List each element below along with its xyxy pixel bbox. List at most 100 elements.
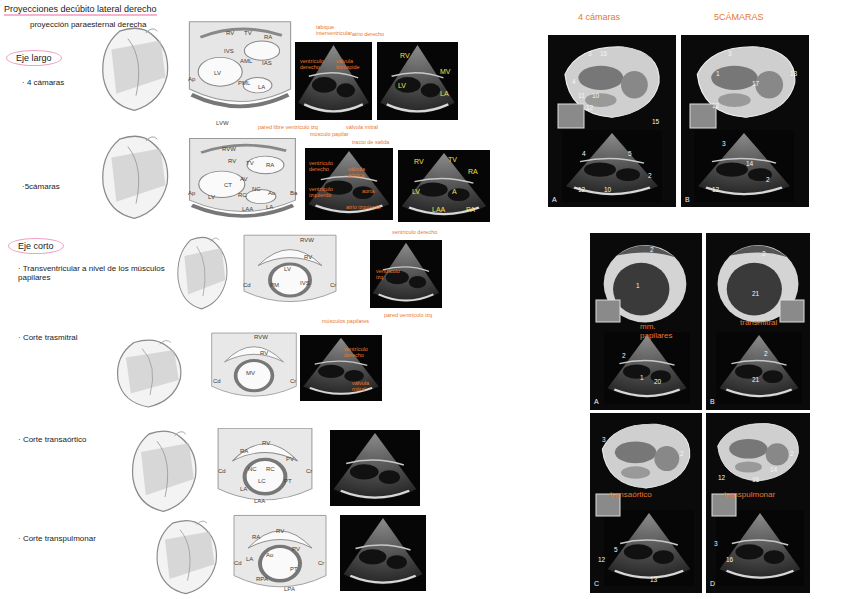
echo-label: RV <box>400 52 410 60</box>
anatomy-label: Cr <box>306 468 312 475</box>
anatomy-label: Ba <box>290 190 297 197</box>
callout-number: 12 <box>712 102 719 109</box>
anatomy-label: LA <box>266 204 273 211</box>
annotation: ventrículo derecho <box>300 58 330 71</box>
anatomy-label: RV <box>276 528 284 535</box>
anatomy-label: Ap <box>188 76 195 83</box>
callout-number: 3 <box>714 540 718 547</box>
callout-number: 12 <box>586 104 593 111</box>
anatomy-label: RVW <box>254 334 268 341</box>
annotation: ventrículo izquierdo <box>309 186 341 199</box>
annotation: válvula tricúspide <box>336 58 368 71</box>
echo-label: LV <box>412 188 420 196</box>
anatomy-label: Cd <box>213 378 221 385</box>
anatomy-label: PT <box>290 566 298 573</box>
callout-number: 3 <box>722 140 726 147</box>
section-oval: Eje corto <box>8 238 64 254</box>
callout-number: 12 <box>712 186 719 193</box>
callout-number: 3 <box>588 50 592 57</box>
anatomy-label: Ao <box>266 552 273 559</box>
callout-number: 2 <box>790 450 794 457</box>
echo-label: RA <box>468 168 478 176</box>
callout-number: 1 <box>636 282 640 289</box>
note-text: · Corte trasmitral <box>18 333 78 342</box>
callout-number: 4 <box>572 78 576 85</box>
callout-number: 1 <box>716 70 720 77</box>
callout-number: 11 <box>578 92 585 99</box>
callout-number: 2 <box>762 250 766 257</box>
callout-number: 5 <box>614 546 618 553</box>
anatomy-label: RA <box>252 534 260 541</box>
note-text: · 4 cámaras <box>22 78 64 87</box>
note-text: · Corte transpulmonar <box>18 534 96 543</box>
anatomy-label: LVW <box>216 120 229 127</box>
section-heading: Eje largo <box>16 53 52 63</box>
anatomy-label: AV <box>240 176 248 183</box>
anatomy-label: RVW <box>222 146 236 153</box>
callout-number: 2 <box>648 172 652 179</box>
section-oval: Eje largo <box>6 50 62 66</box>
page-title: Proyecciones decúbito lateral derecho <box>4 4 157 16</box>
callout-number: 13 <box>790 70 797 77</box>
callout-number: 16 <box>726 556 733 563</box>
anatomy-label: IVS <box>300 280 310 287</box>
anatomy-label: RV <box>228 158 236 165</box>
anatomy-label: Ap <box>188 190 195 197</box>
anatomy-label: NC <box>248 466 257 473</box>
annotation: transpulmonar <box>724 490 775 499</box>
callout-number: 1 <box>640 374 644 381</box>
anatomy-label: RV <box>226 30 234 37</box>
anatomy-label: TV <box>244 30 252 37</box>
annotation: tracto de salida <box>352 139 389 145</box>
annotation: 5CÁMARAS <box>714 12 764 22</box>
anatomy-label: PML <box>238 80 250 87</box>
callout-number: 21 <box>752 376 759 383</box>
callout-number: 14 <box>746 160 753 167</box>
anatomy-label: PV <box>286 456 294 463</box>
annotation: 4 cámaras <box>578 12 620 22</box>
callout-number: 12 <box>578 186 585 193</box>
anatomy-label: RA <box>264 34 272 41</box>
anatomy-label: IVS <box>224 48 234 55</box>
anatomy-label: RA <box>266 162 274 169</box>
echo-label: LV <box>398 82 406 90</box>
anatomy-label: Ao <box>268 190 275 197</box>
anatomy-label: RA <box>240 448 248 455</box>
callout-number: B <box>685 196 690 204</box>
callout-number: 2 <box>766 176 770 183</box>
annotation: músculo papilar <box>310 131 349 137</box>
callout-number: D <box>710 580 715 588</box>
annotation: transaórtico <box>610 490 652 499</box>
echo-label: A <box>452 188 457 196</box>
anatomy-label: LA <box>258 84 265 91</box>
annotation: atrio izquierdo <box>346 204 386 210</box>
anatomy-label: LPA <box>284 586 295 593</box>
anatomy-label: RV <box>304 254 312 261</box>
annotation: transmitral <box>740 318 777 327</box>
anatomy-label: RVW <box>300 237 314 244</box>
anatomy-label: RC <box>266 466 275 473</box>
anatomy-label: AML <box>240 58 252 65</box>
callout-number: 10 <box>592 92 599 99</box>
callout-number: 21 <box>752 290 759 297</box>
callout-number: 20 <box>654 378 661 385</box>
anatomy-label: RPA <box>256 576 268 583</box>
callout-number: A <box>594 398 599 406</box>
anatomy-label: PV <box>292 546 300 553</box>
anatomy-label: Cd <box>234 560 242 567</box>
annotation: ventrículo izq <box>376 268 406 281</box>
annotation: ventrículo derecho <box>344 346 378 359</box>
callout-number: 12 <box>718 474 725 481</box>
callout-number: 12 <box>598 556 605 563</box>
note-text: · Transventricular a nivel de los múscul… <box>18 264 168 282</box>
echo-label: RV <box>414 158 424 166</box>
note-text: · Corte transaórtico <box>18 435 86 444</box>
callout-number: 4 <box>582 150 586 157</box>
anatomy-label: LAA <box>242 206 253 213</box>
annotation: ventrículo derecho <box>392 229 437 235</box>
callout-number: 17 <box>752 80 759 87</box>
callout-number: B <box>710 398 715 406</box>
anatomy-label: LC <box>258 478 266 485</box>
callout-number: 5 <box>628 150 632 157</box>
